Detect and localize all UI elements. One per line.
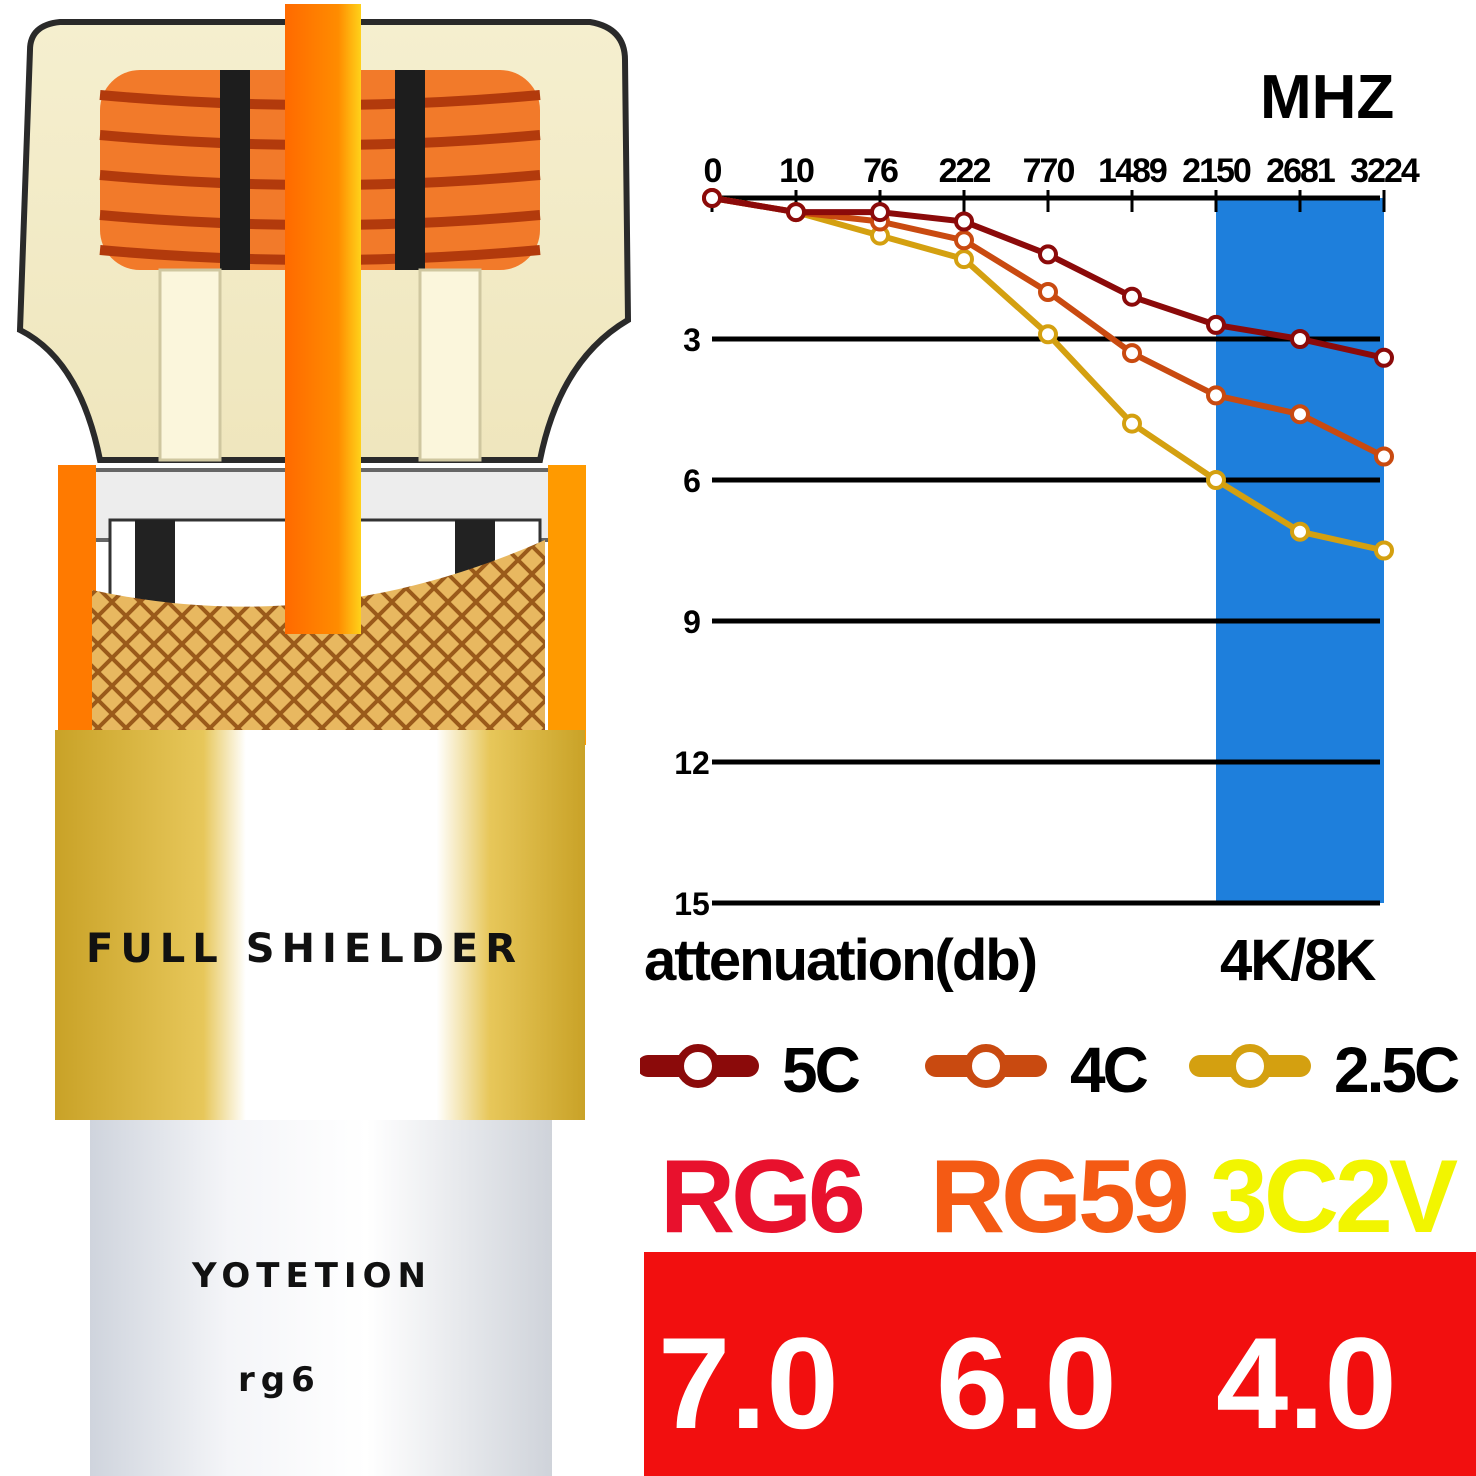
cable-value-3C2V: 4.0 <box>1216 1310 1397 1456</box>
y-tick-label: 15 <box>674 886 710 922</box>
highlight-band-4k8k <box>1216 198 1384 903</box>
series-4C <box>702 188 1394 467</box>
highlight-band-label: 4K/8K <box>1220 928 1377 993</box>
legend-item-2.5C: 2.5C <box>1189 1034 1462 1106</box>
data-point <box>1206 470 1226 490</box>
x-tick-label: 222 <box>939 152 991 190</box>
center-pin <box>285 4 361 634</box>
brand-label: YOTETION <box>192 1256 432 1296</box>
cable-value-RG6: 7.0 <box>658 1310 839 1456</box>
cable-value-RG59: 6.0 <box>936 1310 1117 1456</box>
x-tick-label: 1489 <box>1098 152 1167 190</box>
data-point <box>1374 540 1394 561</box>
data-point <box>1290 329 1310 349</box>
outer-sleeve-right <box>548 465 586 745</box>
data-point <box>1122 343 1142 364</box>
legend-label: 2.5C <box>1334 1034 1459 1106</box>
y-axis-ticks: 3 6 9 12 15 <box>674 322 710 922</box>
chart-legend: 5C 4C 2.5C <box>640 1034 1462 1106</box>
data-point <box>870 202 890 223</box>
data-point <box>786 202 806 223</box>
data-point <box>1206 385 1226 406</box>
x-tick-label: 770 <box>1023 152 1075 190</box>
data-point <box>1374 446 1394 467</box>
legend-label: 5C <box>782 1034 860 1106</box>
data-point <box>954 230 974 251</box>
data-point <box>1290 521 1310 542</box>
cable-type-RG6: RG6 <box>660 1139 863 1255</box>
gold-ferrule <box>55 730 585 1120</box>
data-point <box>1206 314 1226 335</box>
data-point <box>702 188 722 208</box>
cable-type-3C2V: 3C2V <box>1210 1139 1458 1255</box>
y-tick-label: 3 <box>683 322 701 358</box>
chart-series <box>702 188 1394 561</box>
data-point <box>1374 347 1394 368</box>
legend-marker <box>964 1044 1008 1088</box>
data-point <box>1038 244 1058 265</box>
data-point <box>1038 324 1058 345</box>
data-point <box>954 211 974 232</box>
x-tick-label: 0 <box>704 152 722 190</box>
legend-marker <box>1228 1044 1272 1088</box>
cable-type-RG59: RG59 <box>930 1139 1186 1255</box>
x-tick-label: 3224 <box>1350 152 1420 190</box>
x-tick-label: 2150 <box>1182 152 1251 190</box>
data-point <box>1290 404 1310 425</box>
x-tick-label: 76 <box>863 152 898 190</box>
data-point <box>954 249 974 270</box>
legend-item-5C: 5C <box>640 1034 863 1106</box>
legend-label: 4C <box>1070 1034 1148 1106</box>
value-panel <box>644 1252 1476 1476</box>
y-tick-label: 12 <box>674 745 710 781</box>
x-unit-label: MHZ <box>1260 63 1394 132</box>
series-5C <box>702 188 1394 368</box>
connector-threads <box>99 70 541 270</box>
full-shielder-label: FULL SHIELDER <box>86 926 524 972</box>
outer-sleeve-left <box>58 465 96 745</box>
braid-shield <box>92 540 545 735</box>
cable-jacket <box>90 1120 552 1476</box>
x-tick-label: 10 <box>779 152 814 190</box>
data-point <box>1122 286 1142 307</box>
y-axis-label: attenuation(db) <box>644 928 1036 993</box>
legend-marker <box>676 1044 720 1088</box>
model-label: rg6 <box>238 1360 321 1400</box>
data-point <box>1038 282 1058 302</box>
x-axis-ticks: 0 10 76 222 770 1489 2150 2681 3224 <box>704 152 1422 212</box>
legend-item-4C: 4C <box>925 1034 1151 1106</box>
x-tick-label: 2681 <box>1266 152 1335 190</box>
data-point <box>1122 413 1142 434</box>
chart-grid <box>712 195 1380 906</box>
cable-connector-illustration <box>16 4 632 1476</box>
y-tick-label: 9 <box>683 604 701 640</box>
y-tick-label: 6 <box>683 463 701 499</box>
cable-values: 7.0 6.0 4.0 <box>658 1310 1397 1456</box>
